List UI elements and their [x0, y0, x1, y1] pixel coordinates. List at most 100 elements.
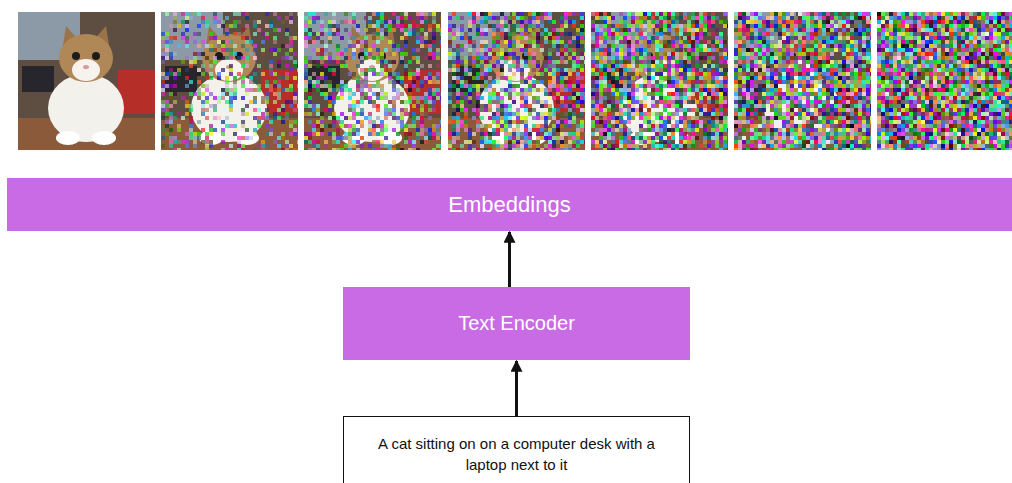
- noise-pixel: [209, 60, 213, 64]
- noise-pixel: [392, 60, 396, 64]
- noise-pixel: [348, 72, 352, 76]
- noise-pixel: [516, 44, 520, 48]
- noise-pixel: [197, 88, 201, 92]
- noise-pixel: [512, 136, 516, 140]
- noise-pixel: [456, 116, 460, 120]
- noise-pixel: [476, 16, 480, 20]
- noise-pixel: [568, 108, 572, 112]
- noise-pixel: [217, 100, 221, 104]
- noise-pixel: [440, 120, 441, 124]
- noise-pixel: [257, 88, 261, 92]
- noise-pixel: [277, 96, 281, 100]
- noise-pixel: [340, 124, 344, 128]
- noise-pixel: [324, 76, 328, 80]
- noise-pixel: [404, 52, 408, 56]
- noise-pixel: [245, 128, 249, 132]
- noise-pixel: [552, 116, 556, 120]
- noise-pixel: [572, 100, 576, 104]
- noise-pixel: [293, 96, 297, 100]
- noise-pixel: [289, 124, 293, 128]
- noise-pixel: [324, 108, 328, 112]
- noise-pixel: [273, 80, 277, 84]
- noise-pixel: [293, 108, 297, 112]
- noise-pixel: [512, 88, 516, 92]
- noise-pixel: [384, 92, 388, 96]
- noise-pixel: [556, 84, 560, 88]
- noise-pixel: [544, 68, 548, 72]
- noise-pixel: [197, 132, 201, 136]
- noise-pixel: [261, 40, 265, 44]
- noise-pixel: [580, 124, 584, 128]
- noise-pixel: [472, 56, 476, 60]
- noise-pixel: [408, 28, 412, 32]
- noise-pixel: [488, 104, 492, 108]
- noise-pixel: [372, 100, 376, 104]
- noise-pixel: [440, 92, 441, 96]
- noise-pixel: [512, 112, 516, 116]
- noise-pixel: [217, 96, 221, 100]
- noise-pixel: [328, 104, 332, 108]
- noise-pixel: [548, 80, 552, 84]
- noise-pixel: [512, 92, 516, 96]
- noise-pixel: [484, 56, 488, 60]
- noise-pixel: [520, 92, 524, 96]
- noise-pixel: [257, 124, 261, 128]
- noise-pixel: [233, 52, 237, 56]
- noise-pixel: [504, 40, 508, 44]
- noise-pixel: [396, 96, 400, 100]
- noise-pixel: [193, 12, 197, 16]
- noise-pixel: [536, 128, 540, 132]
- noise-pixel: [332, 12, 336, 16]
- noise-pixel: [169, 24, 173, 28]
- noise-pixel: [396, 24, 400, 28]
- noise-pixel: [420, 64, 424, 68]
- noise-pixel: [177, 44, 181, 48]
- noise-pixel: [404, 84, 408, 88]
- noise-pixel: [448, 40, 452, 44]
- noise-pixel: [460, 60, 464, 64]
- noise-pixel: [400, 148, 404, 150]
- noise-pixel: [281, 88, 285, 92]
- noise-pixel: [520, 120, 524, 124]
- noise-pixel: [253, 56, 257, 60]
- noise-pixel: [576, 128, 580, 132]
- noise-pixel: [524, 96, 528, 100]
- noise-pixel: [229, 144, 233, 148]
- noise-pixel: [221, 96, 225, 100]
- noise-pixel: [332, 20, 336, 24]
- noise-pixel: [360, 108, 364, 112]
- noise-pixel: [173, 52, 177, 56]
- noise-pixel: [508, 48, 512, 52]
- noise-pixel: [304, 72, 308, 76]
- noise-pixel: [420, 132, 424, 136]
- noise-pixel: [181, 140, 185, 144]
- noise-pixel: [253, 32, 257, 36]
- noise-pixel: [356, 112, 360, 116]
- noise-pixel: [205, 96, 209, 100]
- noise-pixel: [360, 68, 364, 72]
- noise-pixel: [420, 120, 424, 124]
- noise-pixel: [428, 40, 432, 44]
- noise-pixel: [440, 148, 441, 150]
- noise-pixel: [348, 96, 352, 100]
- noise-pixel: [336, 60, 340, 64]
- noise-pixel: [332, 112, 336, 116]
- noise-pixel: [576, 104, 580, 108]
- noise-pixel: [185, 112, 189, 116]
- noise-pixel: [528, 44, 532, 48]
- noise-pixel: [496, 28, 500, 32]
- noise-pixel: [520, 20, 524, 24]
- noise-pixel: [496, 128, 500, 132]
- noise-pixel: [532, 52, 536, 56]
- noise-pixel: [165, 76, 169, 80]
- noise-pixel: [524, 20, 528, 24]
- noise-pixel: [392, 112, 396, 116]
- noise-pixel: [289, 144, 293, 148]
- noise-pixel: [193, 60, 197, 64]
- noise-pixel: [221, 120, 225, 124]
- noise-pixel: [376, 52, 380, 56]
- noise-pixel: [420, 112, 424, 116]
- cat-part: [215, 59, 243, 81]
- noise-pixel: [584, 104, 585, 108]
- noise-pixel: [516, 136, 520, 140]
